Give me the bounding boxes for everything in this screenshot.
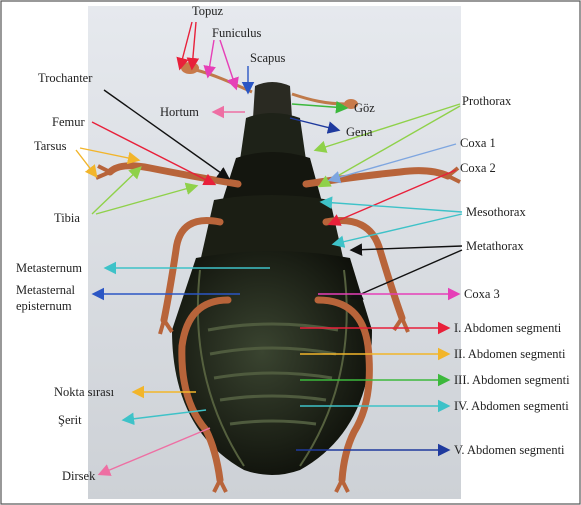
label-goz: Göz <box>354 101 375 115</box>
label-funiculus: Funiculus <box>212 26 261 40</box>
label-dirsek: Dirsek <box>62 469 96 483</box>
label-metasternal-2: episternum <box>16 299 72 313</box>
label-tibia: Tibia <box>54 211 80 225</box>
label-topuz: Topuz <box>192 4 224 18</box>
label-prothorax: Prothorax <box>462 94 512 108</box>
label-tarsus: Tarsus <box>34 139 67 153</box>
label-coxa3: Coxa 3 <box>464 287 500 301</box>
label-metathorax: Metathorax <box>466 239 524 253</box>
label-metasternal-1: Metasternal <box>16 283 76 297</box>
label-serit: Şerit <box>58 413 82 427</box>
label-abd4: IV. Abdomen segmenti <box>454 399 569 413</box>
label-abd2: II. Abdomen segmenti <box>454 347 566 361</box>
label-coxa2: Coxa 2 <box>460 161 496 175</box>
left-antenna-club <box>181 62 199 74</box>
label-scapus: Scapus <box>250 51 286 65</box>
label-abd5: V. Abdomen segmenti <box>454 443 565 457</box>
label-mesothorax: Mesothorax <box>466 205 526 219</box>
label-abd1: I. Abdomen segmenti <box>454 321 562 335</box>
label-trochanter: Trochanter <box>38 71 93 85</box>
label-coxa1: Coxa 1 <box>460 136 496 150</box>
label-metasternum: Metasternum <box>16 261 82 275</box>
label-hortum: Hortum <box>160 105 199 119</box>
label-femur: Femur <box>52 115 85 129</box>
label-gena: Gena <box>346 125 373 139</box>
label-abd3: III. Abdomen segmenti <box>454 373 570 387</box>
label-nokta: Nokta sırası <box>54 385 115 399</box>
